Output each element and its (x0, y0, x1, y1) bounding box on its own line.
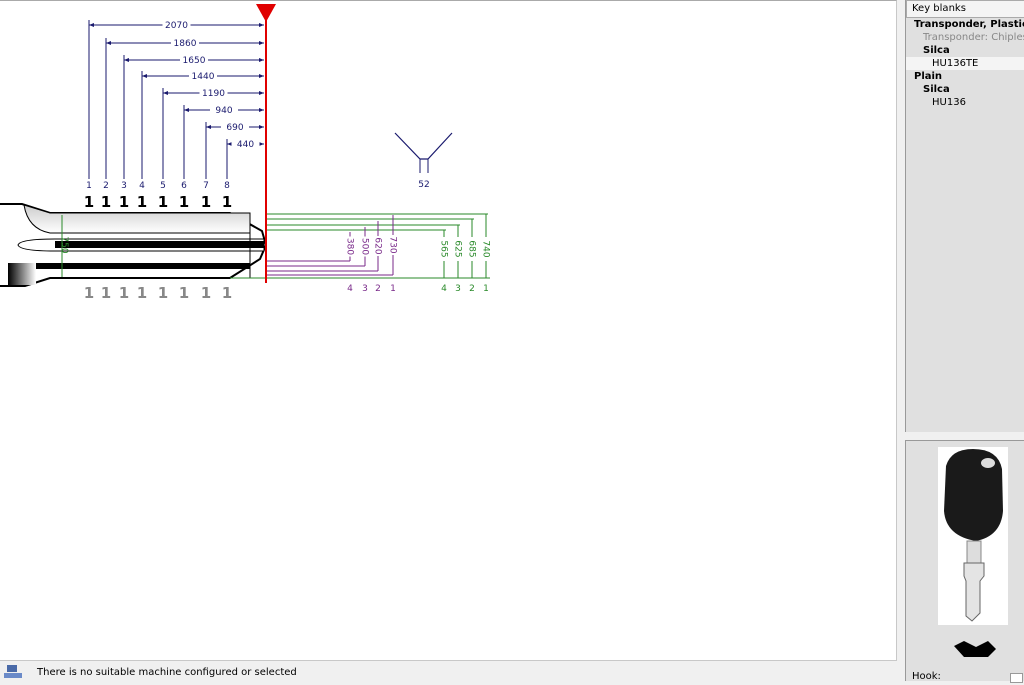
depth-bottom: 1 (101, 284, 111, 302)
cut-number: 3 (121, 181, 127, 191)
green-depth-number: 2 (469, 284, 475, 294)
depth-top: 1 (158, 193, 168, 211)
green-depth-label: 685 (467, 240, 477, 257)
cut-number: 8 (224, 181, 230, 191)
green-depth-label: 565 (439, 240, 449, 257)
tree-item[interactable]: Silca (923, 45, 950, 56)
green-depth-number: 3 (455, 284, 461, 294)
depth-bottom: 1 (222, 284, 232, 302)
tree-item[interactable]: Silca (923, 84, 950, 95)
cut-distance-label: 690 (226, 123, 243, 133)
tree-item[interactable]: Transponder, Plastic (914, 19, 1024, 30)
green-depth-label: 625 (453, 240, 463, 257)
green-depth-number: 1 (483, 284, 489, 294)
cut-number: 5 (160, 181, 166, 191)
hook-checkbox[interactable] (1010, 673, 1023, 683)
depth-bottom: 1 (119, 284, 129, 302)
key-image (938, 447, 1008, 657)
cut-angle-label: 52 (418, 180, 429, 190)
green-depth-dimension: 625 3 (266, 224, 463, 294)
cut-distance-label: 2070 (165, 21, 188, 31)
purple-depth-label: 500 (360, 238, 370, 255)
status-bar: There is no suitable machine configured … (0, 662, 896, 680)
cut-distance-label: 940 (215, 106, 232, 116)
purple-depth-dimension: 380 4 (266, 232, 355, 294)
key-blade (0, 203, 268, 287)
purple-depth-number: 3 (362, 284, 368, 294)
depth-top: 1 (84, 193, 94, 211)
depth-top: 1 (222, 193, 232, 211)
depth-bottom: 1 (201, 284, 211, 302)
tree-item[interactable]: Transponder: Chipless (923, 32, 1024, 43)
tree-item[interactable]: Plain (914, 71, 943, 82)
cut-distance-label: 1190 (202, 89, 225, 99)
purple-depth-number: 2 (375, 284, 381, 294)
cut-number: 2 (103, 181, 109, 191)
cut-distance-label: 440 (237, 140, 254, 150)
cut-distance-label: 1860 (174, 39, 197, 49)
cut-number: 6 (181, 181, 187, 191)
green-depth-dimension: 740 1 (266, 213, 491, 294)
reference-marker-icon[interactable] (256, 4, 276, 22)
depth-bottom: 1 (179, 284, 189, 302)
depth-bottom: 1 (158, 284, 168, 302)
purple-depth-number: 4 (347, 284, 353, 294)
depth-bottom: 1 (137, 284, 147, 302)
tree-item[interactable]: HU136TE (906, 57, 1024, 70)
status-message: There is no suitable machine configured … (37, 667, 297, 678)
tree-item[interactable]: HU136 (932, 97, 966, 108)
purple-depth-label: 620 (373, 237, 383, 254)
cut-angle-indicator: 52 (394, 132, 453, 190)
blade-width-label: 750 (59, 236, 69, 253)
depth-top: 1 (101, 193, 111, 211)
purple-depth-label: 730 (388, 236, 398, 253)
green-depth-dimension: 685 2 (266, 218, 477, 294)
depth-top: 1 (119, 193, 129, 211)
purple-depth-dimension: 620 2 (266, 221, 383, 294)
tree-header: Key blanks (906, 0, 1024, 18)
green-depth-label: 740 (481, 240, 491, 257)
purple-depth-dimension: 500 3 (266, 227, 370, 294)
green-depth-number: 4 (441, 284, 447, 294)
depth-top: 1 (179, 193, 189, 211)
machine-icon (4, 664, 24, 678)
cut-distance-label: 1650 (183, 56, 206, 66)
purple-depth-dimension: 730 1 (266, 215, 398, 294)
purple-depth-label: 380 (345, 238, 355, 255)
depth-top: 1 (137, 193, 147, 211)
depth-top: 1 (201, 193, 211, 211)
purple-depth-number: 1 (390, 284, 396, 294)
cut-distance-label: 1440 (192, 72, 215, 82)
cut-position-dimension: 440 8 1 1 (222, 138, 264, 302)
key-preview-panel: Hook: (905, 440, 1024, 683)
cut-number: 4 (139, 181, 145, 191)
cut-number: 1 (86, 181, 92, 191)
hook-label: Hook: (912, 671, 941, 682)
green-depth-dimension: 565 4 (266, 229, 449, 294)
key-diagram-svg: 2070111186021116503111440411119051194061… (0, 4, 491, 302)
cut-number: 7 (203, 181, 209, 191)
depth-bottom: 1 (84, 284, 94, 302)
